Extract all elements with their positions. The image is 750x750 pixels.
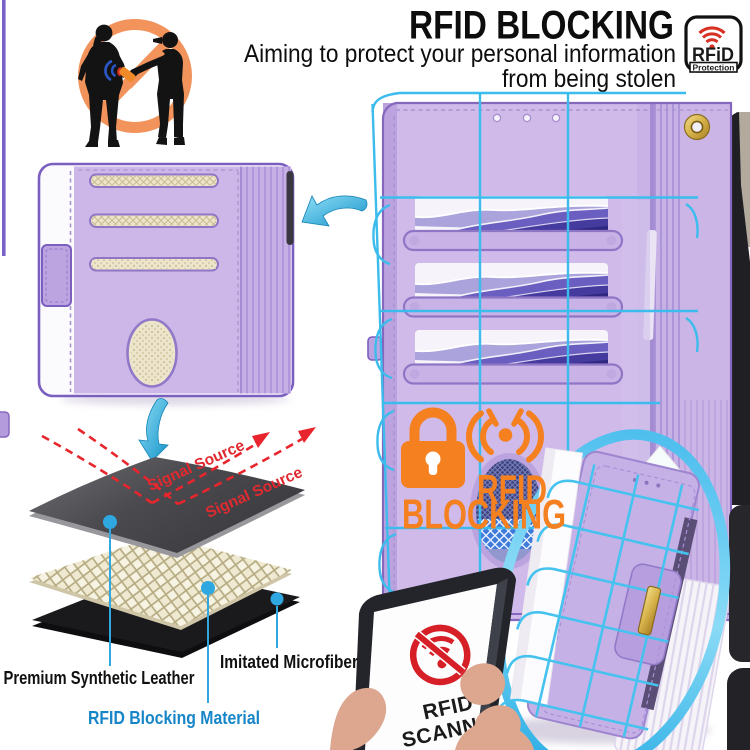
svg-text:RFID: RFID [477, 466, 547, 513]
svg-text:RFID BLOCKING: RFID BLOCKING [409, 4, 674, 48]
svg-text:from being stolen: from being stolen [502, 65, 676, 93]
svg-text:Imitated Microfiber: Imitated Microfiber [220, 651, 358, 672]
svg-text:RFID Blocking Material: RFID Blocking Material [88, 707, 260, 728]
svg-text:Protection: Protection [693, 63, 735, 72]
svg-text:Aiming to protect your persona: Aiming to protect your personal informat… [244, 40, 676, 68]
svg-text:Premium Synthetic Leather: Premium Synthetic Leather [4, 667, 195, 688]
svg-text:RFiD: RFiD [692, 45, 734, 66]
svg-text:BLOCKING: BLOCKING [402, 491, 566, 538]
